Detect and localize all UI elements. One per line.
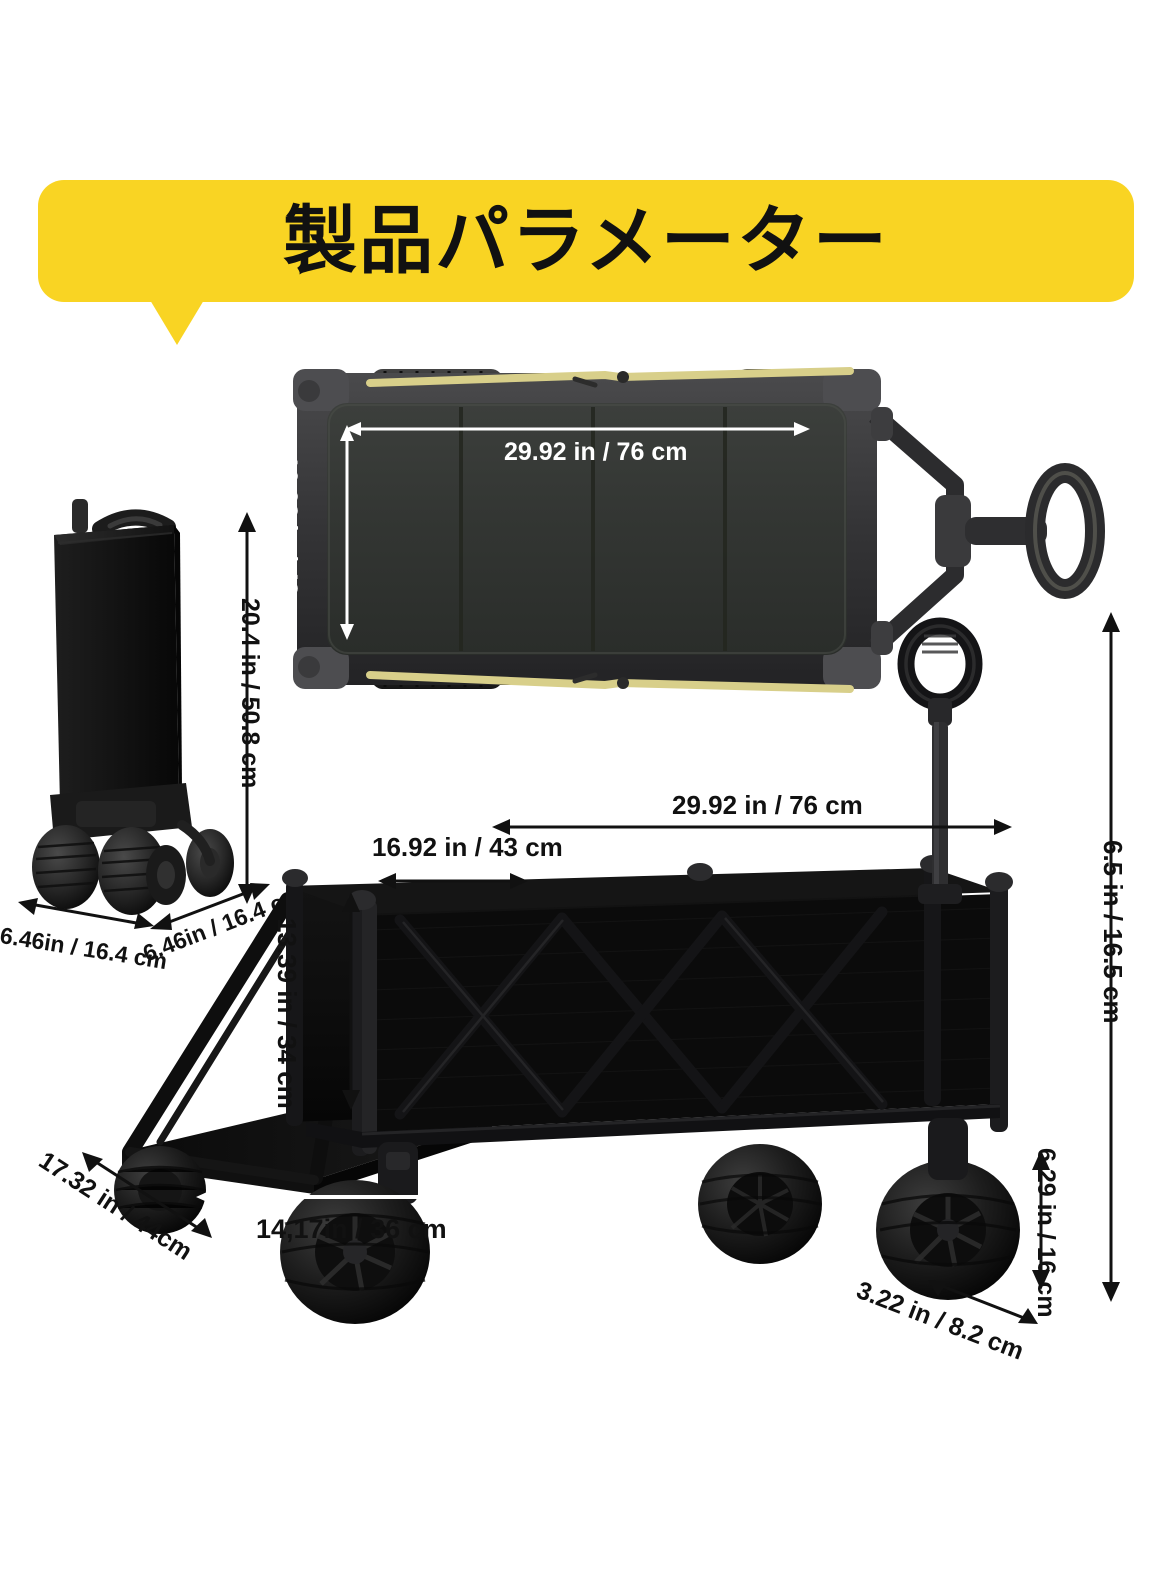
cargo-depth-label: 13.39 in / 34 cm bbox=[272, 918, 302, 1109]
extension-width-label: 14,17in / 36 cm bbox=[256, 1214, 447, 1244]
bottom-frame-rail bbox=[306, 1104, 1001, 1148]
banner-bubble-tail bbox=[150, 300, 204, 345]
cargo-length-arrow bbox=[492, 816, 1012, 838]
folded-height-label: 20.4 in / 50.8 cm bbox=[236, 598, 264, 789]
top-view-wagon-illustration bbox=[275, 355, 1105, 700]
top-view-length-label: 29.92 in / 76 cm bbox=[504, 438, 688, 466]
folded-wagon-illustration bbox=[14, 495, 264, 935]
cargo-depth-arrow bbox=[340, 892, 362, 1110]
scissor-x-bracing-highlight bbox=[402, 917, 884, 1113]
top-view-width-arrow bbox=[336, 425, 358, 640]
cargo-width-arrow bbox=[378, 870, 528, 892]
corner-posts bbox=[282, 855, 1013, 1156]
wheel-width-arrow bbox=[928, 1278, 1038, 1326]
wheel-diameter-arrow bbox=[1030, 1150, 1052, 1290]
banner-bubble-body bbox=[38, 180, 1134, 302]
extension-width-arrow bbox=[196, 1186, 496, 1208]
side-view-wheels bbox=[114, 1118, 1020, 1324]
cargo-length-label: 29.92 in / 76 cm bbox=[672, 790, 863, 820]
folded-wheels bbox=[32, 820, 234, 915]
overall-height-label: 6.5 in / 16.5 cm bbox=[1098, 840, 1128, 1024]
top-view-frame bbox=[293, 369, 881, 689]
cargo-width-label: 16.92 in / 43 cm bbox=[372, 832, 563, 862]
side-view-pull-handle bbox=[890, 617, 1000, 908]
top-view-handle-assembly bbox=[868, 407, 1105, 655]
folded-carry-handle bbox=[92, 509, 176, 537]
folded-depth-arrow bbox=[150, 880, 270, 932]
top-view-length-arrow bbox=[345, 418, 810, 440]
bungee-cords bbox=[366, 367, 854, 693]
product-parameters-banner: 製品パラメーター bbox=[38, 180, 1134, 345]
overall-height-arrow bbox=[1100, 612, 1122, 1302]
top-view-width-label: 16.92 in / 43 cm bbox=[274, 455, 302, 639]
page-title: 製品パラメーター bbox=[283, 198, 889, 284]
extension-length-arrow bbox=[82, 1152, 212, 1240]
side-view-wagon-illustration bbox=[100, 855, 1060, 1330]
folded-width-arrow bbox=[18, 898, 154, 930]
